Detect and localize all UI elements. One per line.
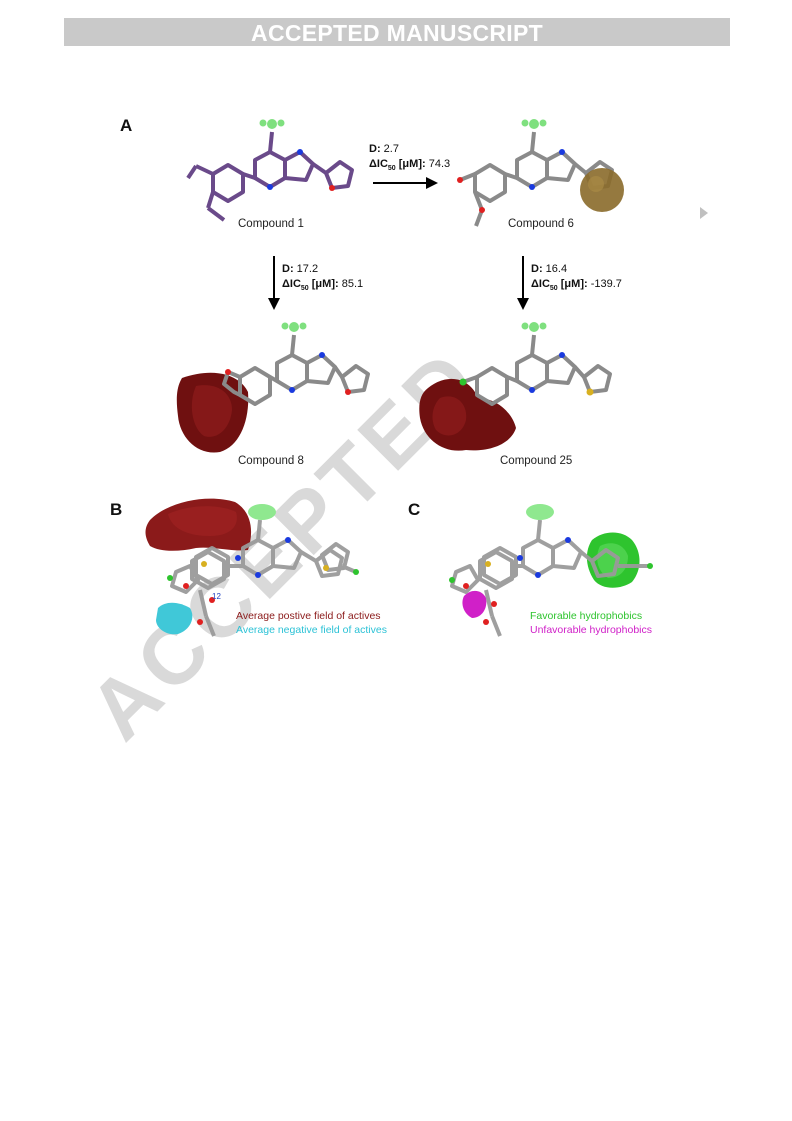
delta-ic-unit: [μM]:	[557, 278, 588, 290]
arrow-c1-to-c6	[373, 177, 438, 189]
panel-b-negative-field	[156, 602, 193, 635]
distance-label: D:	[282, 263, 294, 275]
delta-ic-value: 74.3	[428, 158, 451, 170]
delta-ic-value: -139.7	[590, 278, 622, 290]
compound-6-atoms	[457, 119, 565, 213]
panel-b-atoms	[167, 504, 359, 625]
compound-1-atoms	[259, 119, 335, 191]
compound-25-atoms	[459, 322, 594, 396]
compound-8-atoms	[225, 322, 351, 395]
panel-label-b: B	[110, 500, 123, 519]
compound-1-structure	[186, 131, 354, 222]
distance-value: 2.7	[383, 143, 399, 155]
delta-ic-unit: [μM]:	[395, 158, 426, 170]
legend-negative-field: Average negative field of actives	[236, 624, 387, 636]
arrow-c6-to-c25	[517, 256, 529, 310]
compound-6-steric-field	[580, 168, 624, 212]
distance-label: D:	[531, 263, 543, 275]
distance-value: 16.4	[545, 263, 568, 275]
legend-positive-field: Average postive field of actives	[236, 610, 381, 622]
legend-favorable-hydrophobics: Favorable hydrophobics	[530, 610, 643, 622]
compound-1-label: Compound 1	[238, 218, 304, 230]
atom-index-label: 12	[212, 592, 221, 601]
compound-6-label: Compound 6	[508, 218, 574, 230]
accepted-manuscript-banner: ACCEPTED MANUSCRIPT	[64, 18, 730, 46]
panel-label-a: A	[120, 116, 133, 135]
delta-ic-label: ΔIC	[282, 278, 301, 290]
compound-25-positive-field	[419, 378, 516, 451]
compound-25-label: Compound 25	[500, 455, 573, 467]
distance-label: D:	[369, 143, 381, 155]
panel-b-positive-field	[145, 498, 252, 551]
distance-value: 17.2	[296, 263, 319, 275]
legend-unfavorable-hydrophobics: Unfavorable hydrophobics	[530, 624, 652, 636]
delta-ic-subscript: 50	[300, 285, 309, 293]
compound-8-positive-field	[176, 372, 249, 453]
delta-ic-subscript: 50	[387, 165, 396, 173]
panel-label-c: C	[408, 500, 421, 519]
arrow-c1-c8-annotation: D: 17.2 ΔIC50 [μM]: 85.1	[282, 262, 363, 296]
arrow-c6-c25-annotation: D: 16.4 ΔIC50 [μM]: -139.7	[531, 262, 622, 296]
compound-8-label: Compound 8	[238, 455, 304, 467]
compound-6-structure	[459, 131, 614, 227]
panel-c-atoms	[449, 504, 653, 625]
next-page-arrow-icon[interactable]	[700, 207, 708, 219]
delta-ic-label: ΔIC	[369, 158, 388, 170]
delta-ic-value: 85.1	[341, 278, 364, 290]
panel-c-unfavorable-field	[462, 590, 487, 618]
delta-ic-unit: [μM]:	[308, 278, 339, 290]
arrow-c1-to-c8	[268, 256, 280, 310]
delta-ic-label: ΔIC	[531, 278, 550, 290]
arrow-c1-c6-annotation: D: 2.7 ΔIC50 [μM]: 74.3	[369, 142, 450, 176]
delta-ic-subscript: 50	[549, 285, 558, 293]
